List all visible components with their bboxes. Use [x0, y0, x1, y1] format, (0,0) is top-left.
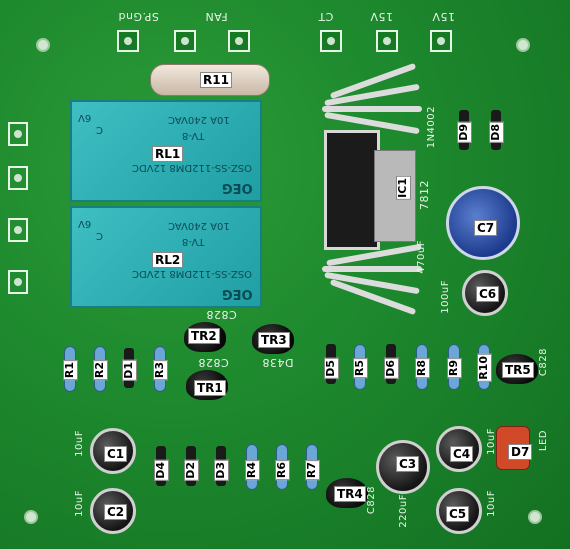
- mounting-hole: [24, 510, 38, 524]
- label-r9: R9: [447, 358, 462, 379]
- silk-led: LED: [538, 430, 549, 452]
- silk-ct: CT: [318, 10, 334, 23]
- label-c6: C6: [476, 286, 500, 302]
- silk-1n4002: 1N4002: [426, 106, 437, 149]
- silk-c3-value: 220uF: [398, 494, 409, 528]
- terminal-pad: [376, 30, 398, 52]
- silk-15v-b: 15V: [432, 10, 456, 23]
- terminal-pad: [117, 30, 139, 52]
- label-r10: R10: [477, 354, 492, 382]
- label-c2: C2: [104, 504, 128, 520]
- relay-rl2-line: 6V: [78, 218, 92, 229]
- label-r6: R6: [275, 460, 290, 481]
- label-rl2: RL2: [152, 252, 184, 268]
- side-pad: [8, 218, 28, 242]
- silk-7812: 7812: [418, 180, 431, 210]
- label-d7: D7: [508, 444, 533, 460]
- mounting-hole: [36, 38, 50, 52]
- relay-rl2-line: TV-8: [182, 236, 205, 247]
- terminal-pad: [174, 30, 196, 52]
- side-pad: [8, 166, 28, 190]
- heatsink: [318, 62, 430, 316]
- label-rl1: RL1: [152, 146, 184, 162]
- label-d6: D6: [384, 358, 399, 379]
- relay-rl1-line: C: [96, 124, 103, 135]
- terminal-pad: [320, 30, 342, 52]
- relay-rl1-line: TV-8: [182, 130, 205, 141]
- label-tr3: TR3: [258, 332, 290, 348]
- label-c1: C1: [104, 446, 128, 462]
- relay-rl2-line: OSZ-SS-112DM8 12VDC: [132, 268, 253, 279]
- capacitor-c1: [90, 428, 136, 474]
- silk-c5-value: 10uF: [486, 490, 497, 517]
- silk-fan: FAN: [205, 10, 228, 23]
- silk-c6-value: 100uF: [440, 280, 451, 314]
- silk-tr2-code: C828: [206, 308, 237, 321]
- terminal-pad: [430, 30, 452, 52]
- silk-c2-value: 10uF: [74, 490, 85, 517]
- label-r4: R4: [245, 460, 260, 481]
- mounting-hole: [516, 38, 530, 52]
- label-d9: D9: [457, 122, 472, 143]
- relay-rl2-line: 10A 240VAC: [168, 220, 230, 231]
- side-pad: [8, 270, 28, 294]
- label-c3: C3: [396, 456, 420, 472]
- label-r2: R2: [93, 360, 108, 381]
- relay-rl1-line: OSZ-SS-112DM8 12VDC: [132, 162, 253, 173]
- label-r7: R7: [305, 460, 320, 481]
- label-tr1: TR1: [194, 380, 226, 396]
- relay-rl2-line: OEG: [222, 286, 253, 301]
- silk-tr4-code: C828: [366, 486, 377, 515]
- relay-rl1-line: 10A 240VAC: [168, 114, 230, 125]
- relay-rl1-line: OEG: [222, 180, 253, 195]
- label-r8: R8: [415, 358, 430, 379]
- relay-rl1-line: 6V: [78, 112, 92, 123]
- label-c7: C7: [474, 220, 498, 236]
- label-d5: D5: [324, 358, 339, 379]
- silk-tr3-code: D438: [262, 356, 294, 369]
- silk-c7-value: 470uF: [416, 240, 427, 274]
- label-tr2: TR2: [188, 328, 220, 344]
- silk-15v-a: 15V: [370, 10, 394, 23]
- silk-spgnd: SP.Gnd: [118, 10, 159, 23]
- side-pad: [8, 122, 28, 146]
- label-tr4: TR4: [334, 486, 366, 502]
- terminal-pad: [228, 30, 250, 52]
- mounting-hole: [528, 510, 542, 524]
- label-d2: D2: [184, 460, 199, 481]
- label-r3: R3: [153, 360, 168, 381]
- label-tr5: TR5: [502, 362, 534, 378]
- silk-tr1-code: C828: [198, 356, 229, 369]
- label-d1: D1: [122, 360, 137, 381]
- capacitor-c2: [90, 488, 136, 534]
- relay-rl2-line: C: [96, 230, 103, 241]
- label-r11: R11: [200, 72, 232, 88]
- label-r1: R1: [63, 360, 78, 381]
- label-c4: C4: [450, 446, 474, 462]
- label-d4: D4: [154, 460, 169, 481]
- label-d3: D3: [214, 460, 229, 481]
- label-d8: D8: [489, 122, 504, 143]
- label-c5: C5: [446, 506, 470, 522]
- label-ic1: IC1: [396, 176, 411, 200]
- label-r5: R5: [353, 358, 368, 379]
- silk-tr5-code: C828: [538, 348, 549, 377]
- silk-c1-value: 10uF: [74, 430, 85, 457]
